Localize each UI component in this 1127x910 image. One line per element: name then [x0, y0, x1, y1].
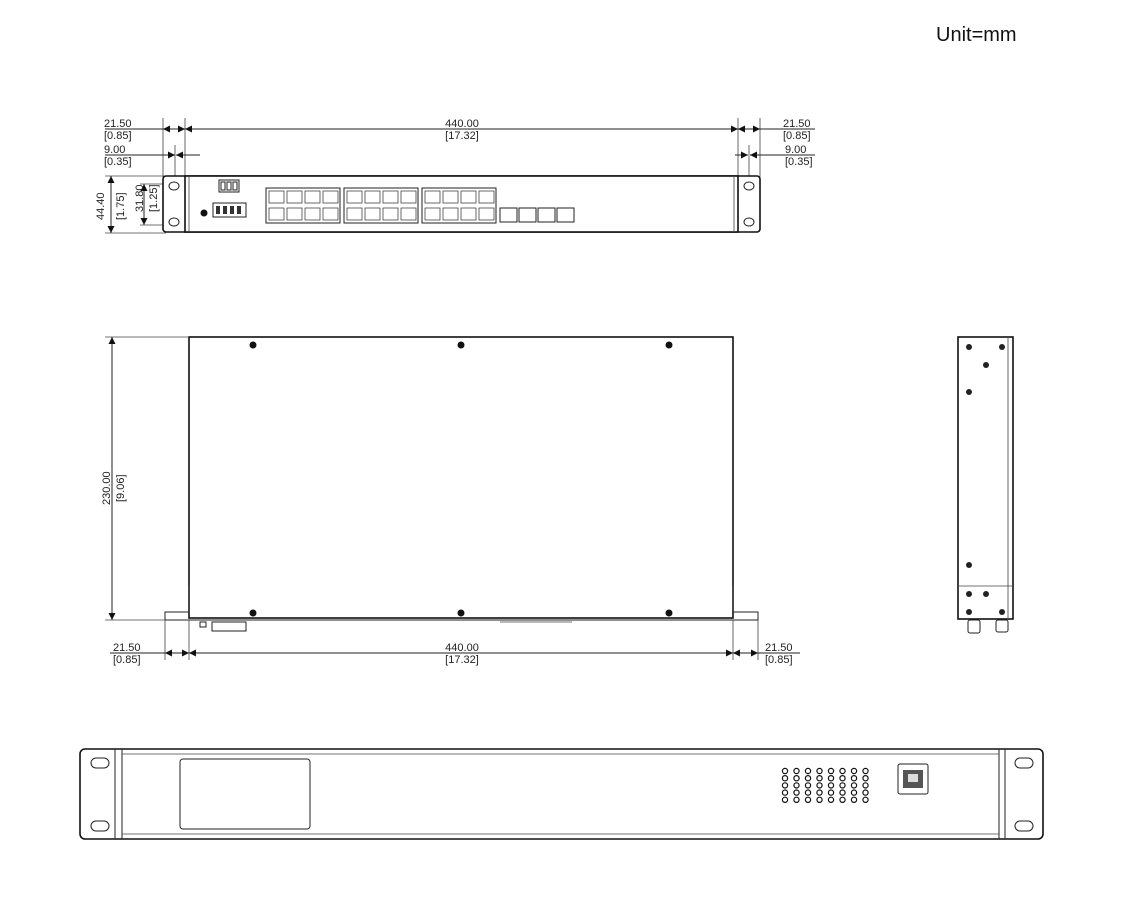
vent-hole: [862, 775, 869, 782]
front-width-mm: 440.00: [445, 118, 479, 130]
ground-screw-icon: [200, 209, 208, 217]
vent-hole: [781, 796, 789, 804]
vent-hole: [862, 789, 869, 796]
front-view: 21.50 [0.85] 440.00 [17.32] 21.50 [0.85]…: [95, 118, 815, 234]
vent-hole: [839, 767, 846, 775]
ear-slot-icon: [1014, 757, 1034, 769]
front-height-mm: 44.40: [95, 192, 107, 220]
ear-slot-icon: [90, 820, 110, 832]
front-hole-left-in: [0.35]: [104, 156, 132, 168]
vent-hole: [827, 796, 835, 804]
vent-hole: [850, 767, 858, 775]
vent-hole: [862, 782, 869, 789]
vent-hole: [839, 775, 846, 782]
front-ear-right-in: [0.85]: [783, 130, 811, 142]
vent-hole: [839, 796, 846, 804]
front-hole-right-in: [0.35]: [785, 156, 813, 168]
front-width-in: [17.32]: [445, 130, 479, 142]
vent-hole: [839, 782, 846, 789]
vent-hole: [850, 782, 858, 789]
vent-hole: [839, 789, 846, 796]
vent-hole: [793, 775, 800, 782]
ear-hole-icon: [168, 217, 180, 227]
top-depth-mm: 230.00: [101, 471, 113, 505]
top-ear-left-in: [0.85]: [113, 654, 141, 666]
vent-hole: [850, 789, 858, 796]
front-ear-left-mm: 21.50: [104, 118, 132, 130]
vent-hole: [816, 767, 823, 775]
unit-label: Unit=mm: [936, 24, 1017, 46]
vent-hole: [827, 767, 835, 775]
vent-hole: [816, 796, 823, 804]
vent-hole: [827, 789, 835, 796]
vent-hole: [850, 775, 858, 782]
vent-hole: [804, 767, 812, 775]
top-view: 230.00 [9.06] 21.50 [0.85] 440.00 [17.32…: [101, 336, 800, 666]
vent-hole: [816, 789, 823, 796]
vent-hole: [793, 782, 800, 789]
side-view: [957, 336, 1014, 634]
vent-hole: [827, 782, 835, 789]
ear-hole-icon: [743, 181, 755, 191]
vent-hole: [804, 775, 812, 782]
vent-hole: [827, 775, 835, 782]
vent-hole: [781, 767, 789, 775]
vent-hole: [816, 782, 823, 789]
front-hole-left-mm: 9.00: [104, 144, 125, 156]
vent-holes: [781, 767, 869, 804]
rj45-ports: [265, 187, 497, 224]
top-ear-left-mm: 21.50: [113, 642, 141, 654]
front-panel-view: [79, 748, 1044, 840]
front-ear-right-mm: 21.50: [783, 118, 811, 130]
ear-hole-icon: [743, 217, 755, 227]
vent-hole: [781, 782, 789, 789]
console-port-icon: [897, 763, 929, 795]
top-ear-right-mm: 21.50: [765, 642, 793, 654]
display-window: [179, 758, 311, 830]
vent-hole: [862, 767, 869, 775]
vent-hole: [781, 775, 789, 782]
vent-hole: [793, 789, 800, 796]
vent-hole: [804, 782, 812, 789]
front-hole-right-mm: 9.00: [785, 144, 806, 156]
ear-hole-icon: [168, 181, 180, 191]
vent-hole: [862, 796, 869, 804]
vent-hole: [804, 789, 812, 796]
top-width-mm: 440.00: [445, 642, 479, 654]
front-hole-spacing-mm: 31.80: [134, 184, 146, 212]
ear-slot-icon: [1014, 820, 1034, 832]
ear-slot-icon: [90, 757, 110, 769]
vent-hole: [850, 796, 858, 804]
vent-hole: [781, 789, 789, 796]
front-height-in: [1.75]: [115, 192, 127, 220]
vent-hole: [793, 767, 800, 775]
sfp-ports: [499, 207, 575, 223]
front-hole-spacing-in: [1.25]: [148, 184, 160, 212]
vent-hole: [804, 796, 812, 804]
vent-hole: [816, 775, 823, 782]
top-depth-in: [9.06]: [115, 474, 127, 502]
top-width-in: [17.32]: [445, 654, 479, 666]
front-ear-left-in: [0.85]: [104, 130, 132, 142]
vent-hole: [793, 796, 800, 804]
top-ear-right-in: [0.85]: [765, 654, 793, 666]
